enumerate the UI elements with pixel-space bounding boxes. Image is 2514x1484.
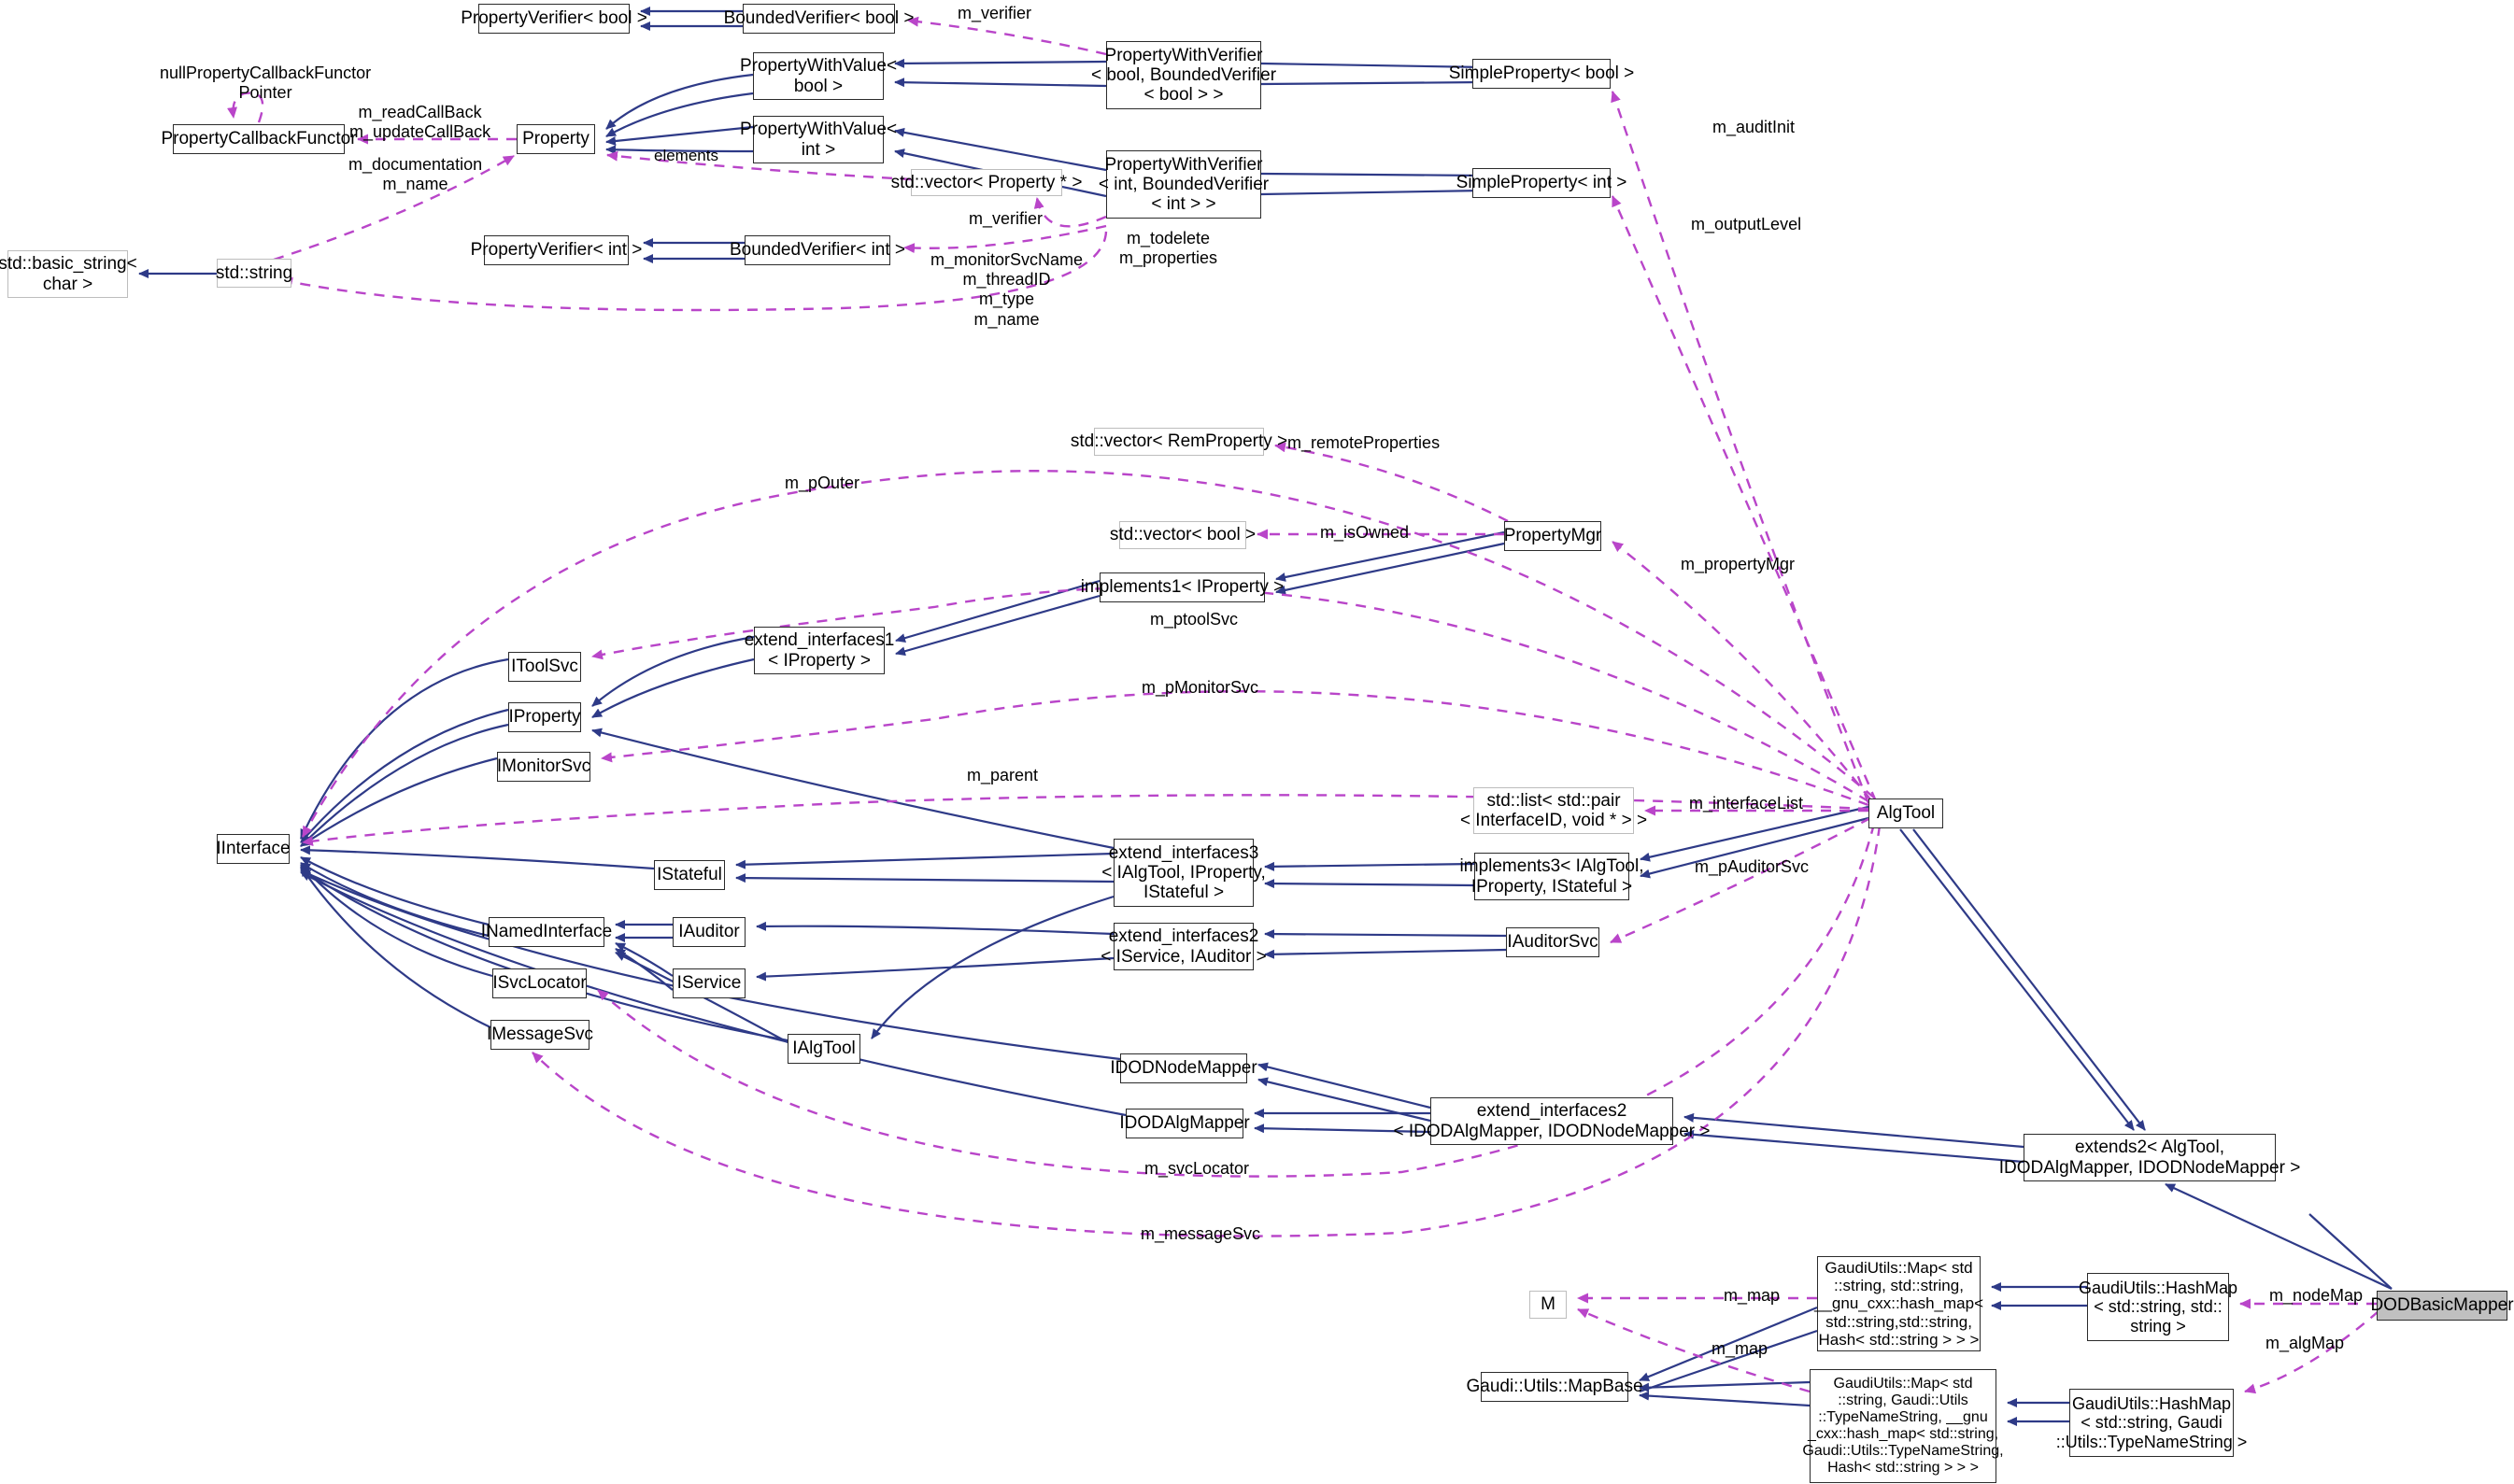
node-iinterface[interactable]: IInterface <box>216 834 291 864</box>
node-std-vector-remproperty[interactable]: std::vector< RemProperty > <box>1071 428 1287 456</box>
edge-label-m-nodemap: m_nodeMap <box>2269 1286 2364 1305</box>
node-imonitorsvc[interactable]: IMonitorSvc <box>497 752 590 782</box>
node-gaudiutils-hashmap-string-typenamestring[interactable]: GaudiUtils::HashMap < std::string, Gaudi… <box>2056 1389 2247 1457</box>
node-extend-interfaces2-dod[interactable]: extend_interfaces2 < IDODAlgMapper, IDOD… <box>1394 1097 1711 1145</box>
edge-label-m-pmonitorsvc: m_pMonitorSvc <box>1142 678 1259 697</box>
edge-label-m-ptoolsvc: m_ptoolSvc <box>1150 610 1239 629</box>
node-imessagesvc[interactable]: IMessageSvc <box>487 1020 593 1050</box>
node-extend-interfaces2-iservice-iauditor[interactable]: extend_interfaces2 < IService, IAuditor … <box>1101 923 1267 970</box>
node-implements3-ialgtool[interactable]: implements3< IAlgTool, IProperty, IState… <box>1460 853 1643 900</box>
node-property[interactable]: Property <box>517 124 595 154</box>
node-idodalgmapper[interactable]: IDODAlgMapper <box>1119 1109 1250 1138</box>
edge-label-m-pauditorsvc: m_pAuditorSvc <box>1695 857 1810 876</box>
node-std-vector-property-ptr[interactable]: std::vector< Property * > <box>891 169 1082 196</box>
node-property-with-verifier-int[interactable]: PropertyWithVerifier < int, BoundedVerif… <box>1099 150 1269 219</box>
node-property-with-value-int[interactable]: PropertyWithValue< int > <box>740 116 897 163</box>
inheritance-edges <box>138 7 2393 1426</box>
edge-label-m-messagesvc: m_messageSvc <box>1141 1224 1261 1243</box>
edge-label-m-parent: m_parent <box>967 766 1039 784</box>
node-bounded-verifier-bool[interactable]: BoundedVerifier< bool > <box>724 4 914 34</box>
node-property-verifier-bool[interactable]: PropertyVerifier< bool > <box>461 4 647 34</box>
edge-label-m-verifier-bool: m_verifier <box>958 4 1032 22</box>
node-dodbasicmapper[interactable]: DODBasicMapper <box>2370 1291 2514 1321</box>
node-property-mgr[interactable]: PropertyMgr <box>1504 521 1601 551</box>
node-ialgtool[interactable]: IAlgTool <box>788 1034 860 1064</box>
node-iservice[interactable]: IService <box>673 968 746 998</box>
node-std-basic-string-char[interactable]: std::basic_string< char > <box>0 250 137 298</box>
edge-label-m-remoteproperties: m_remoteProperties <box>1287 433 1441 452</box>
node-iauditorsvc[interactable]: IAuditorSvc <box>1506 927 1599 957</box>
node-property-with-value-bool[interactable]: PropertyWithValue< bool > <box>740 52 897 100</box>
edge-label-m-interfacelist: m_interfaceList <box>1689 794 1804 813</box>
node-std-vector-bool[interactable]: std::vector< bool > <box>1110 521 1256 549</box>
edge-label-m-pouter: m_pOuter <box>785 473 860 492</box>
node-std-string[interactable]: std::string <box>216 259 292 288</box>
node-implements1-iproperty[interactable]: implements1< IProperty > <box>1081 572 1284 602</box>
node-iauditor[interactable]: IAuditor <box>673 917 746 947</box>
usage-edges <box>227 16 2379 1394</box>
node-gaudiutils-map-string-string[interactable]: GaudiUtils::Map< std ::string, std::stri… <box>1814 1256 1983 1351</box>
edge-label-m-todelete-properties: m_todelete m_properties <box>1119 229 1218 268</box>
edge-label-m-outputlevel: m_outputLevel <box>1691 215 1802 233</box>
node-m[interactable]: M <box>1529 1291 1567 1319</box>
node-bounded-verifier-int[interactable]: BoundedVerifier< int > <box>730 235 905 265</box>
node-extend-interfaces3[interactable]: extend_interfaces3 < IAlgTool, IProperty… <box>1101 839 1266 907</box>
node-algtool[interactable]: AlgTool <box>1868 799 1943 828</box>
node-extends2-algtool-dod[interactable]: extends2< AlgTool, IDODAlgMapper, IDODNo… <box>1999 1134 2300 1181</box>
node-extend-interfaces1-iproperty[interactable]: extend_interfaces1 < IProperty > <box>745 627 894 674</box>
node-iproperty[interactable]: IProperty <box>508 702 581 732</box>
node-property-with-verifier-bool[interactable]: PropertyWithVerifier < bool, BoundedVeri… <box>1091 41 1276 109</box>
edge-label-m-map-node: m_map <box>1724 1286 1781 1305</box>
edge-label-read-update-callback: m_readCallBack m_updateCallBack <box>349 103 491 142</box>
node-simple-property-int[interactable]: SimpleProperty< int > <box>1456 168 1626 198</box>
node-property-callback-functor[interactable]: PropertyCallbackFunctor <box>161 124 357 154</box>
edge-label-m-propertymgr: m_propertyMgr <box>1681 555 1796 573</box>
edge-label-elements: elements <box>654 147 718 164</box>
edge-label-monitorsvcname-group: m_monitorSvcName m_threadID m_type m_nam… <box>930 250 1084 329</box>
node-gaudi-utils-mapbase[interactable]: Gaudi::Utils::MapBase <box>1466 1372 1643 1402</box>
node-simple-property-bool[interactable]: SimpleProperty< bool > <box>1449 59 1634 89</box>
edge-label-m-map-alg: m_map <box>1712 1339 1768 1358</box>
edge-label-null-callback-pointer: nullPropertyCallbackFunctor Pointer <box>160 64 372 103</box>
node-isvclocator[interactable]: ISvcLocator <box>492 968 587 998</box>
node-inamedinterface[interactable]: INamedInterface <box>481 917 612 947</box>
node-istateful[interactable]: IStateful <box>654 860 725 890</box>
node-idodnodemapper[interactable]: IDODNodeMapper <box>1110 1053 1257 1083</box>
node-std-list-pair-interfaceid[interactable]: std::list< std::pair < InterfaceID, void… <box>1460 787 1647 834</box>
edge-label-documentation-name: m_documentation m_name <box>348 155 483 194</box>
node-gaudiutils-map-string-typenamestring[interactable]: GaudiUtils::Map< std ::string, Gaudi::Ut… <box>1802 1369 2004 1483</box>
edge-label-m-verifier-int: m_verifier <box>969 209 1044 228</box>
edge-label-m-svclocator: m_svcLocator <box>1144 1159 1250 1178</box>
edge-label-m-auditinit: m_auditInit <box>1712 118 1796 136</box>
node-itoolsvc[interactable]: IToolSvc <box>508 652 581 682</box>
edge-label-m-isowned: m_isOwned <box>1320 523 1410 542</box>
node-property-verifier-int[interactable]: PropertyVerifier< int > <box>471 235 642 265</box>
edge-label-m-algmap: m_algMap <box>2265 1334 2345 1352</box>
node-gaudiutils-hashmap-string-string[interactable]: GaudiUtils::HashMap < std::string, std::… <box>2079 1273 2237 1341</box>
